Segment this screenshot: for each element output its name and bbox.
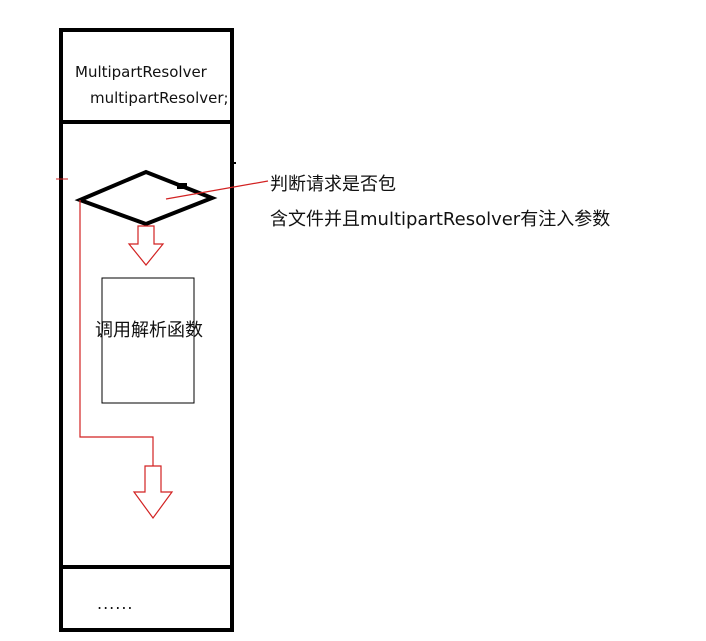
stray-dot: [233, 162, 236, 164]
field-type-text: MultipartResolver: [75, 63, 207, 81]
annotation-leader: [165, 180, 269, 200]
down-arrow-1: [127, 225, 165, 266]
call-box-label: 调用解析函数: [95, 320, 203, 341]
call-box: [101, 277, 195, 404]
ellipsis-label: ......: [97, 594, 134, 613]
annotation-line-1: 判断请求是否包: [270, 174, 396, 195]
bypass-path: [79, 200, 154, 466]
annotation-line-2: 含文件并且multipartResolver有注入参数: [270, 209, 611, 230]
decision-diamond: [74, 169, 218, 227]
decision-marker: [177, 183, 187, 189]
main-container: [59, 28, 234, 632]
field-name-text: multipartResolver;: [90, 89, 229, 107]
down-arrow-2: [132, 465, 174, 520]
